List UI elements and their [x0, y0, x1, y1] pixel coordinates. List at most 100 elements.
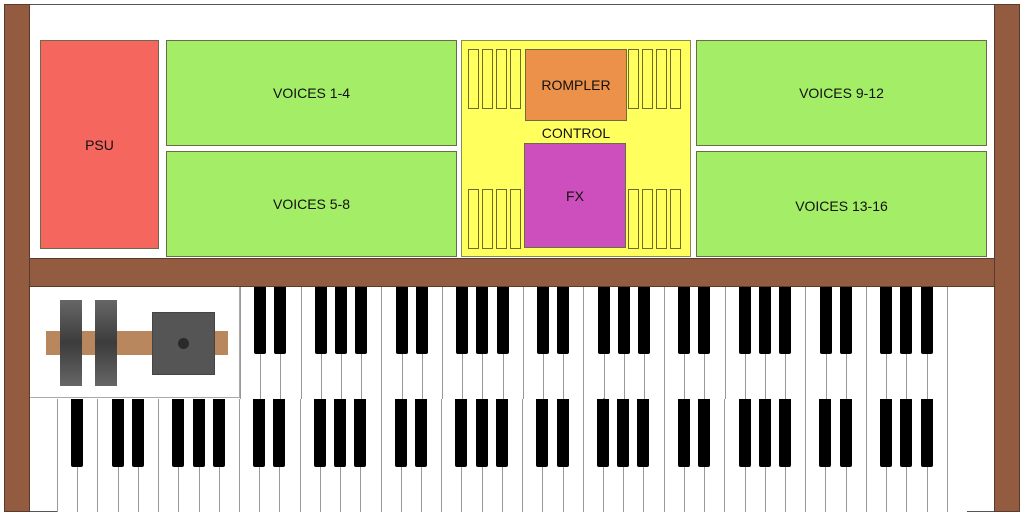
control-slider[interactable]: [510, 49, 521, 109]
control-slider[interactable]: [468, 189, 479, 249]
control-slider[interactable]: [656, 189, 667, 249]
control-slider[interactable]: [642, 49, 653, 109]
black-key[interactable]: [274, 287, 287, 354]
black-key[interactable]: [395, 287, 408, 354]
black-key[interactable]: [759, 287, 772, 354]
black-key[interactable]: [779, 287, 792, 354]
voices-1-4-block[interactable]: VOICES 1-4: [166, 40, 457, 146]
voices-9-12-block[interactable]: VOICES 9-12: [696, 40, 987, 146]
black-key[interactable]: [839, 287, 852, 354]
black-key[interactable]: [678, 287, 691, 354]
control-slider[interactable]: [468, 49, 479, 109]
black-key[interactable]: [476, 287, 489, 354]
left-wood-post: [4, 4, 30, 512]
black-key[interactable]: [273, 399, 286, 467]
black-key[interactable]: [394, 399, 407, 467]
black-key[interactable]: [192, 399, 205, 467]
black-key[interactable]: [496, 287, 509, 354]
control-slider[interactable]: [670, 49, 681, 109]
control-block[interactable]: ROMPLER CONTROL FX: [461, 40, 691, 257]
control-slider[interactable]: [482, 49, 493, 109]
black-key[interactable]: [880, 399, 893, 467]
black-key[interactable]: [617, 399, 630, 467]
control-slider[interactable]: [642, 189, 653, 249]
black-key[interactable]: [597, 287, 610, 354]
control-label: CONTROL: [541, 125, 611, 141]
black-key[interactable]: [617, 287, 630, 354]
joystick-knob-icon: [178, 338, 189, 349]
black-key[interactable]: [536, 399, 549, 467]
black-key[interactable]: [172, 399, 185, 467]
black-key[interactable]: [920, 399, 933, 467]
control-slider[interactable]: [656, 49, 667, 109]
black-key[interactable]: [637, 399, 650, 467]
voices-13-16-label: VOICES 13-16: [795, 198, 888, 214]
modulation-wheel[interactable]: [95, 300, 117, 386]
black-key[interactable]: [819, 399, 832, 467]
control-slider[interactable]: [670, 189, 681, 249]
black-key[interactable]: [212, 399, 225, 467]
voices-5-8-block[interactable]: VOICES 5-8: [166, 151, 457, 257]
control-slider[interactable]: [510, 189, 521, 249]
black-key[interactable]: [455, 399, 468, 467]
white-key[interactable]: [946, 287, 967, 399]
black-key[interactable]: [557, 287, 570, 354]
black-key[interactable]: [900, 399, 913, 467]
black-key[interactable]: [839, 399, 852, 467]
psu-label: PSU: [85, 136, 114, 153]
black-key[interactable]: [354, 399, 367, 467]
lower-manual-keyboard[interactable]: [57, 399, 967, 512]
black-key[interactable]: [738, 287, 751, 354]
voices-9-12-label: VOICES 9-12: [799, 85, 884, 101]
black-key[interactable]: [313, 399, 326, 467]
right-wood-post: [994, 4, 1020, 512]
psu-block[interactable]: PSU: [40, 40, 159, 249]
voices-13-16-block[interactable]: VOICES 13-16: [696, 151, 987, 257]
voices-1-4-label: VOICES 1-4: [272, 85, 351, 101]
performance-panel: [30, 287, 240, 398]
black-key[interactable]: [597, 399, 609, 467]
black-key[interactable]: [819, 287, 832, 354]
black-key[interactable]: [495, 399, 508, 467]
black-key[interactable]: [677, 399, 690, 467]
black-key[interactable]: [456, 287, 469, 354]
fx-block[interactable]: FX: [524, 143, 626, 248]
upper-manual-keyboard[interactable]: [240, 287, 967, 399]
black-key[interactable]: [415, 287, 428, 354]
fx-label: FX: [566, 187, 584, 204]
black-key[interactable]: [698, 287, 711, 354]
white-key[interactable]: [946, 399, 967, 512]
black-key[interactable]: [254, 287, 267, 354]
rompler-label: ROMPLER: [541, 77, 611, 93]
black-key[interactable]: [880, 287, 893, 354]
black-key[interactable]: [920, 287, 933, 354]
control-slider[interactable]: [496, 49, 507, 109]
black-key[interactable]: [475, 399, 488, 467]
black-key[interactable]: [779, 399, 791, 467]
control-slider[interactable]: [628, 49, 639, 109]
black-key[interactable]: [556, 399, 569, 467]
rompler-block[interactable]: ROMPLER: [525, 49, 627, 121]
voices-5-8-label: VOICES 5-8: [272, 196, 351, 212]
black-key[interactable]: [415, 399, 427, 467]
black-key[interactable]: [334, 287, 347, 354]
control-slider[interactable]: [496, 189, 507, 249]
joystick[interactable]: [152, 312, 215, 375]
black-key[interactable]: [900, 287, 913, 354]
black-key[interactable]: [71, 399, 84, 467]
control-slider[interactable]: [628, 189, 639, 249]
black-key[interactable]: [314, 287, 327, 354]
wood-divider-bar: [29, 258, 995, 287]
black-key[interactable]: [111, 399, 124, 467]
black-key[interactable]: [334, 399, 347, 467]
black-key[interactable]: [637, 287, 650, 354]
black-key[interactable]: [738, 399, 751, 467]
black-key[interactable]: [131, 399, 144, 467]
black-key[interactable]: [355, 287, 368, 354]
pitch-bend-wheel[interactable]: [60, 300, 82, 386]
control-slider[interactable]: [482, 189, 493, 249]
black-key[interactable]: [698, 399, 711, 467]
black-key[interactable]: [536, 287, 549, 354]
black-key[interactable]: [253, 399, 266, 467]
black-key[interactable]: [758, 399, 771, 467]
